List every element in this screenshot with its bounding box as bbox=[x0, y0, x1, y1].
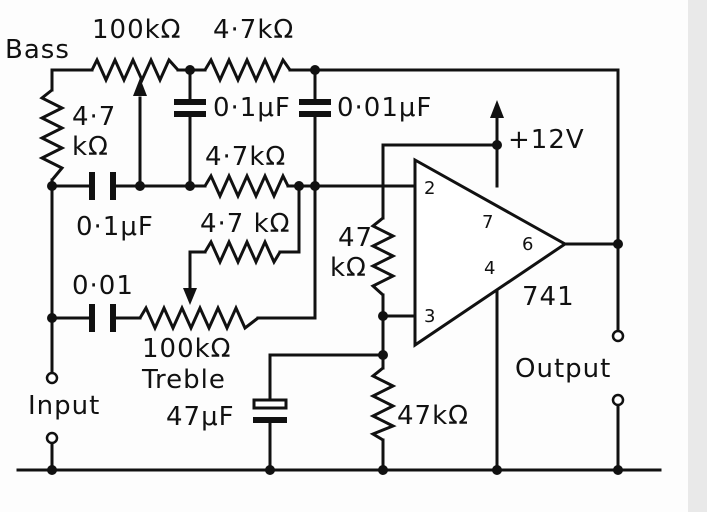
output-terminal-bottom bbox=[611, 393, 625, 407]
capacitors bbox=[89, 99, 331, 423]
junction-dots bbox=[47, 65, 623, 475]
terminals bbox=[45, 329, 625, 445]
resistor-left-4k7 bbox=[38, 88, 66, 181]
treble-potentiometer bbox=[138, 304, 259, 332]
output-terminal-top bbox=[611, 329, 625, 343]
c-electrolytic-value: 47μF bbox=[166, 402, 235, 432]
resistors bbox=[38, 56, 397, 442]
r-top-value: 4·7kΩ bbox=[213, 15, 294, 45]
c-input-value: 0·01 bbox=[72, 271, 134, 301]
c-mid1-value: 0·1μF bbox=[213, 93, 291, 123]
resistor-bias-47k bbox=[369, 366, 397, 442]
pin-6-label: 6 bbox=[522, 234, 533, 255]
treble-label: Treble bbox=[141, 365, 226, 395]
output-label: Output bbox=[515, 354, 611, 384]
r-lower-value: 4·7 kΩ bbox=[200, 209, 291, 239]
r-left-value-line1: 4·7 bbox=[72, 102, 116, 132]
r-mid-value: 4·7kΩ bbox=[205, 142, 286, 172]
pin-7-label: 7 bbox=[482, 212, 493, 233]
opamp-741 bbox=[413, 157, 568, 348]
page-edge bbox=[688, 0, 707, 512]
r-feedback-value-line1: 47 bbox=[338, 223, 373, 253]
r-feedback-value-line2: kΩ bbox=[330, 253, 367, 283]
bass-pot-value: 100kΩ bbox=[92, 15, 182, 45]
resistor-lower-4k7 bbox=[203, 238, 282, 266]
input-terminal-top bbox=[45, 371, 59, 385]
supply-label: +12V bbox=[508, 125, 585, 155]
opamp-part-label: 741 bbox=[522, 282, 575, 312]
resistor-feedback-47k bbox=[369, 216, 397, 297]
input-terminal-bottom bbox=[45, 431, 59, 445]
r-left-value-line2: kΩ bbox=[72, 132, 109, 162]
pin-3-label: 3 bbox=[424, 306, 435, 327]
capacitor-47uf bbox=[252, 398, 288, 410]
input-label: Input bbox=[28, 391, 100, 421]
r-bias-value: 47kΩ bbox=[397, 401, 469, 431]
resistor-mid-4k7 bbox=[203, 172, 290, 200]
treble-pot-value: 100kΩ bbox=[142, 334, 232, 364]
pin-2-label: 2 bbox=[424, 178, 435, 199]
pin-4-label: 4 bbox=[484, 258, 495, 279]
bass-label: Bass bbox=[5, 35, 70, 65]
bass-potentiometer bbox=[90, 56, 180, 84]
c-left-value: 0·1μF bbox=[76, 212, 154, 242]
resistor-top-4k7 bbox=[203, 56, 292, 84]
c-mid2-value: 0·01μF bbox=[337, 93, 432, 123]
